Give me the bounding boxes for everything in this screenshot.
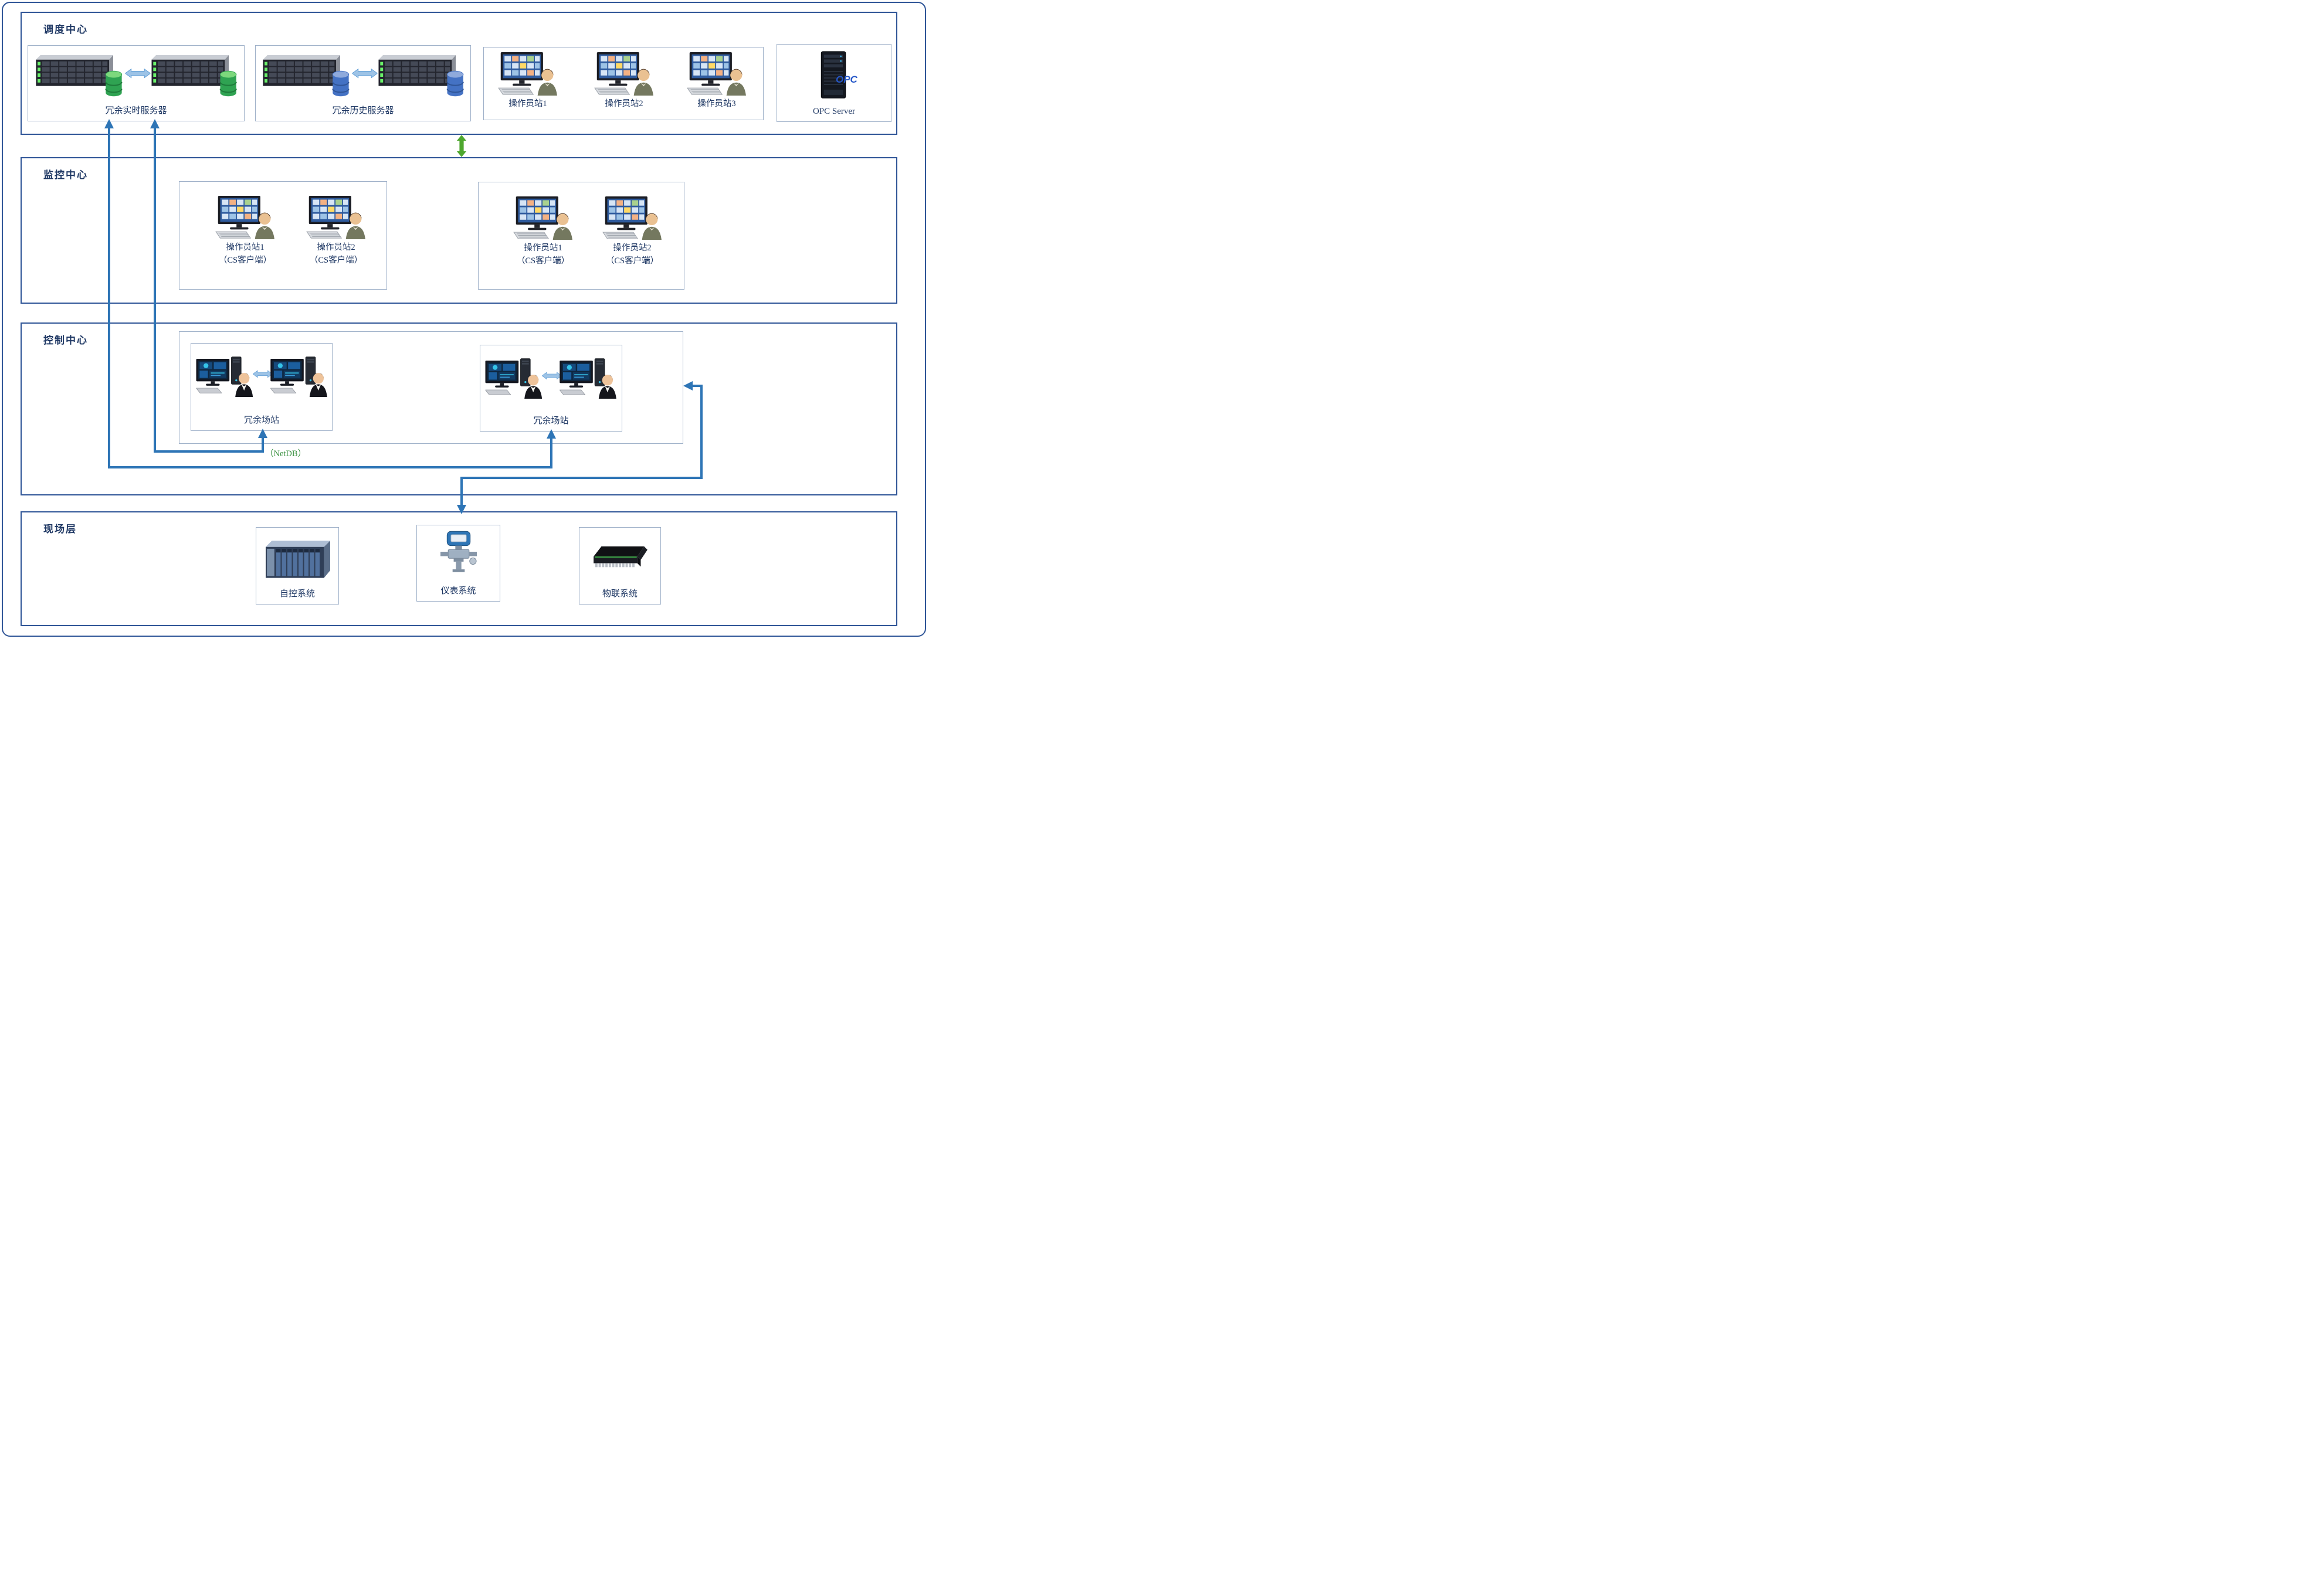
dispatch-center-title: 调度中心 [43,24,88,35]
dispatch-operator-stations-box: 操作员站1 操作员站2 操作员站3 [483,47,764,120]
netdb-label: （NetDB） [265,449,307,459]
redundant-history-server-box: 冗余历史服务器 [255,45,471,121]
workstation-icon [513,196,574,240]
station-label: 操作员站2（CS客户端） [309,243,363,265]
redundant-field-station-icon [485,358,617,399]
dispatch-operator-station-2: 操作员站2 [580,52,668,111]
redundant-field-station-icon [196,356,328,397]
history-server-label: 冗余历史服务器 [332,106,394,116]
redundant-realtime-server-icon [36,53,237,97]
monitoring-operator-station-2: 操作员站2（CS客户端） [292,196,380,267]
transmitter-icon [440,530,477,573]
automation-system-label: 自控系统 [279,589,315,599]
control-center-section: 控制中心 冗余场站 冗余场站 [21,322,897,495]
redundant-field-station-2-box: 冗余场站 [480,345,622,432]
station-label: 操作员站3 [697,99,736,108]
workstation-icon [306,196,367,239]
field-station-label: 冗余场站 [243,416,279,425]
workstation-icon [594,52,655,96]
workstation-icon [602,196,663,240]
outer-frame [2,2,926,637]
monitoring-operator-station-1: 操作员站1（CS客户端） [201,196,289,267]
field-layer-title: 现场层 [43,524,77,535]
station-label: 操作员站1 [508,99,547,108]
monitoring-center-title: 监控中心 [43,169,88,181]
workstation-icon [686,52,747,96]
instrument-system-box: 仪表系统 [416,525,500,602]
station-label: 操作员站1（CS客户端） [218,243,272,265]
iot-device-icon [592,545,649,571]
monitoring-operator-station-3: 操作员站1（CS客户端） [499,196,587,268]
station-label: 操作员站1（CS客户端） [516,243,570,266]
redundant-field-station-1-box: 冗余场站 [191,343,333,431]
iot-system-box: 物联系统 [579,527,661,605]
monitoring-group-2-box: 操作员站1（CS客户端） 操作员站2（CS客户端） [478,182,684,290]
monitoring-center-section: 监控中心 操作员站1（CS客户端） 操作员站2（CS客户端） 操作员站1（CS客… [21,157,897,304]
instrument-system-label: 仪表系统 [440,586,476,596]
field-layer-section: 现场层 自控系统 仪表系统 物联系统 [21,511,897,626]
opc-badge: OPC [836,74,857,85]
redundant-history-server-icon [263,53,464,97]
redundant-realtime-server-box: 冗余实时服务器 [28,45,245,121]
opc-server-label: OPC Server [812,107,856,116]
dispatch-center-section: 调度中心 冗余实时服务器 冗余历史服务器 [21,12,897,135]
realtime-server-label: 冗余实时服务器 [105,106,167,116]
workstation-icon [215,196,276,239]
station-label: 操作员站2（CS客户端） [605,243,659,266]
dispatch-operator-station-3: 操作员站3 [673,52,761,111]
monitoring-group-1-box: 操作员站1（CS客户端） 操作员站2（CS客户端） [179,181,387,290]
workstation-icon [497,52,558,96]
iot-system-label: 物联系统 [602,589,638,599]
control-center-title: 控制中心 [43,335,88,346]
architecture-diagram: 调度中心 冗余实时服务器 冗余历史服务器 [0,0,928,639]
monitoring-operator-station-4: 操作员站2（CS客户端） [588,196,676,268]
control-center-container-box: 冗余场站 冗余场站 [179,331,683,444]
station-label: 操作员站2 [605,99,643,108]
automation-system-box: 自控系统 [256,527,339,605]
dispatch-operator-station-1: 操作员站1 [484,52,572,111]
opc-server-box: OPC OPC Server [777,44,891,122]
plc-rack-icon [266,541,330,580]
field-station-label: 冗余场站 [533,416,569,426]
